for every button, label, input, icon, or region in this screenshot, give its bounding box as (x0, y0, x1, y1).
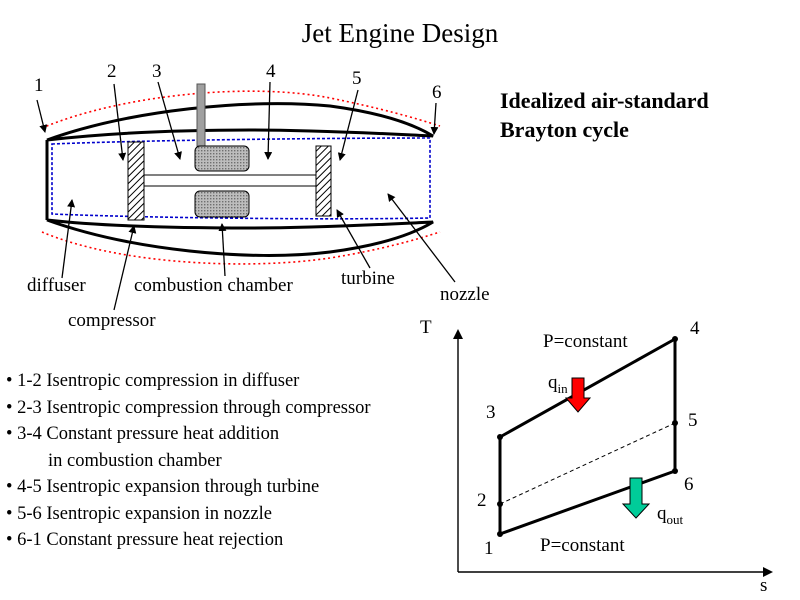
ts-point-label-2: 2 (477, 490, 487, 511)
turbine-blade (315, 145, 332, 217)
station-2-arrow (113, 83, 127, 161)
heat-in-arrow (564, 377, 592, 413)
process-6-1 (499, 469, 676, 536)
station-label-6: 6 (432, 82, 442, 103)
station-label-4: 4 (266, 61, 276, 82)
cycle-title-line-1: Idealized air-standard (500, 88, 709, 113)
outer-envelope-bottom (41, 231, 441, 265)
bullet: • (6, 397, 13, 418)
turbine-label: turbine (341, 268, 395, 289)
station-label-1: 1 (34, 75, 44, 96)
process-step: • 2-3 Isentropic compression through com… (6, 395, 371, 422)
state-point-2 (497, 501, 503, 507)
combustor-bottom (194, 190, 250, 218)
diffuser-label: diffuser (27, 275, 86, 296)
outer-envelope-top (41, 90, 441, 129)
s-axis-label: s (760, 575, 768, 596)
state-point-6 (672, 468, 678, 474)
combustion-arrow (218, 223, 227, 277)
step-text: 6-1 Constant pressure heat rejection (17, 530, 284, 550)
ts-point-label-5: 5 (688, 410, 698, 431)
isobar-2-5 (499, 422, 676, 505)
bullet: • (6, 477, 13, 497)
station-4-arrow (264, 81, 273, 160)
step-text: in combustion chamber (48, 450, 222, 471)
casing-bottom (46, 218, 434, 257)
bullet: • (6, 530, 13, 550)
station-6-arrow (430, 102, 439, 135)
heat-out-arrow (621, 477, 651, 519)
bullet: • (6, 371, 13, 391)
station-label-5: 5 (352, 68, 362, 89)
step-text: 2-3 Isentropic compression through compr… (17, 397, 371, 418)
heat-out-label: qout (657, 503, 684, 527)
compressor-arrow (113, 225, 137, 311)
casing-top (46, 102, 434, 142)
bullet: • (6, 503, 13, 524)
state-point-5 (672, 420, 678, 426)
process-step: • 6-1 Constant pressure heat rejection (6, 527, 371, 554)
station-label-3: 3 (152, 61, 162, 82)
bullet: • (6, 424, 13, 444)
compressor-label: compressor (68, 310, 156, 331)
ts-point-label-1: 1 (484, 538, 494, 559)
combustor-top (194, 145, 250, 172)
combustion-chamber-label: combustion chamber (134, 275, 293, 296)
cycle-title-line-2: Brayton cycle (500, 117, 629, 142)
state-point-3 (497, 434, 503, 440)
process-step: • 1-2 Isentropic compression in diffuser (6, 368, 371, 395)
isobar-top-label: P=constant (543, 331, 628, 352)
cycle-title: Idealized air-standard Brayton cycle (500, 86, 709, 144)
state-point-1 (497, 531, 503, 537)
step-text: 3-4 Constant pressure heat addition (17, 424, 280, 444)
flow-boundary (51, 137, 431, 220)
turbine-arrow (336, 209, 371, 269)
process-steps-list: • 1-2 Isentropic compression in diffuser… (6, 368, 371, 554)
page-title: Jet Engine Design (301, 18, 499, 48)
ts-point-label-4: 4 (690, 318, 700, 339)
process-step: • 5-6 Isentropic expansion in nozzle (6, 501, 371, 528)
ts-point-label-6: 6 (684, 474, 694, 495)
station-label-2: 2 (107, 61, 117, 82)
ts-point-label-3: 3 (486, 402, 496, 423)
diffuser-arrow (61, 199, 76, 279)
step-text: 5-6 Isentropic expansion in nozzle (17, 503, 272, 524)
nozzle-label: nozzle (440, 284, 490, 305)
step-text: 4-5 Isentropic expansion through turbine (17, 477, 320, 497)
process-3-4 (499, 337, 676, 439)
isobar-bottom-label: P=constant (540, 535, 625, 556)
t-axis-label: T (420, 317, 432, 338)
step-text: 1-2 Isentropic compression in diffuser (17, 371, 300, 391)
process-step: • 3-4 Constant pressure heat addition (6, 421, 371, 448)
process-step: • 4-5 Isentropic expansion through turbi… (6, 474, 371, 501)
station-1-arrow (36, 99, 48, 133)
nozzle-arrow (387, 193, 456, 283)
station-5-arrow (337, 89, 359, 161)
station-3-arrow (157, 81, 182, 160)
heat-in-label: qin (548, 372, 568, 396)
compressor-blade (127, 141, 145, 221)
process-step-continued: in combustion chamber (6, 448, 371, 475)
state-point-4 (672, 336, 678, 342)
